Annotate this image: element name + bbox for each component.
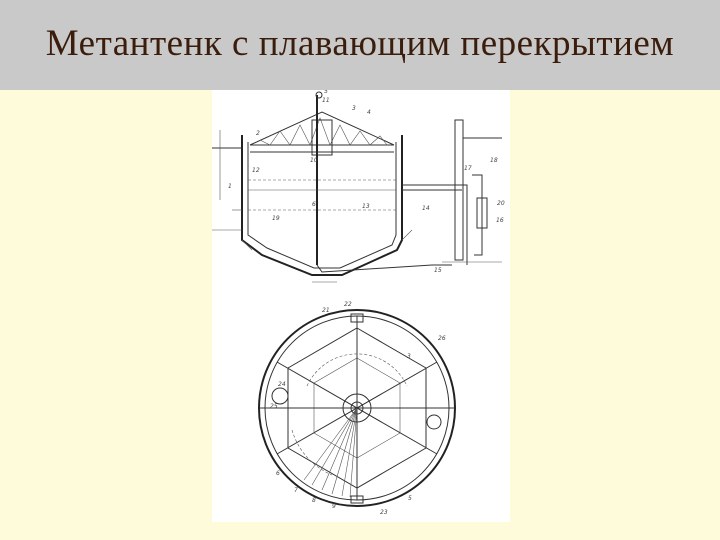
label-5-plan: 5 <box>408 495 412 502</box>
label-26: 26 <box>438 335 446 342</box>
label-3-plan: 3 <box>407 353 411 360</box>
label-17: 17 <box>464 165 472 172</box>
label-6-plan: 6 <box>276 470 280 477</box>
label-21: 21 <box>322 307 330 314</box>
label-7: 7 <box>294 487 298 494</box>
label-23: 23 <box>380 509 388 516</box>
label-11: 11 <box>322 97 330 104</box>
label-8: 8 <box>312 497 316 504</box>
label-13: 13 <box>362 203 370 210</box>
label-25: 25 <box>270 403 278 410</box>
label-4: 4 <box>367 109 371 116</box>
section-view: 11 3 4 5 2 12 1 10 6 13 14 15 16 17 18 1… <box>212 90 505 283</box>
label-9: 9 <box>332 503 336 510</box>
slide-title: Метантенк с плавающим перекрытием <box>45 23 675 64</box>
title-bar: Метантенк с плавающим перекрытием <box>0 0 720 90</box>
plan-view: 21 22 3 24 25 26 9 8 7 6 5 23 <box>258 301 456 516</box>
label-19: 19 <box>272 215 280 222</box>
label-3: 3 <box>352 105 356 112</box>
label-18: 18 <box>490 157 498 164</box>
label-5: 5 <box>324 90 328 95</box>
label-16: 16 <box>496 217 504 224</box>
drawing-canvas: 11 3 4 5 2 12 1 10 6 13 14 15 16 17 18 1… <box>212 90 505 516</box>
label-12: 12 <box>252 167 260 174</box>
label-10: 10 <box>310 157 318 164</box>
engineering-drawing: 11 3 4 5 2 12 1 10 6 13 14 15 16 17 18 1… <box>212 90 510 522</box>
label-22: 22 <box>344 301 352 308</box>
label-20: 20 <box>497 200 505 207</box>
label-14: 14 <box>422 205 430 212</box>
label-24: 24 <box>278 381 286 388</box>
label-15: 15 <box>434 267 442 274</box>
label-2: 2 <box>256 130 260 137</box>
label-1: 1 <box>228 183 232 190</box>
label-6: 6 <box>312 201 316 208</box>
